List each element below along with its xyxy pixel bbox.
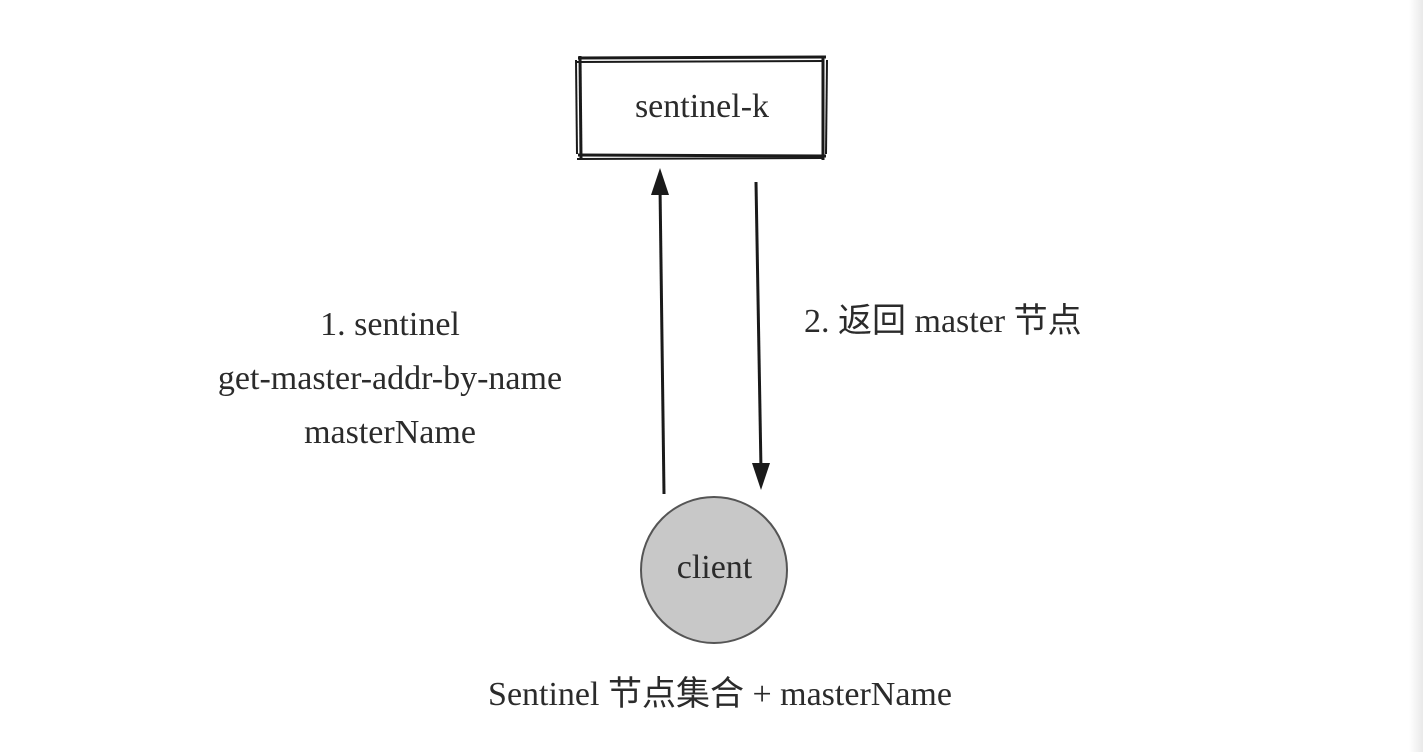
sentinel-node-label: sentinel-k [634, 88, 770, 125]
request-step-label: 1. sentinel get-master-addr-by-name mast… [150, 298, 630, 460]
response-arrow [752, 181, 770, 490]
response-step-label: 2. 返回 master 节点 [804, 303, 1082, 340]
request-step-line-3: masterName [304, 414, 476, 451]
client-node-circle [640, 496, 788, 644]
request-arrow [651, 168, 669, 495]
request-step-line-2: get-master-addr-by-name [217, 360, 563, 397]
right-edge-shade [1409, 0, 1423, 752]
request-step-line-1: 1. sentinel [320, 306, 460, 343]
client-node-label: client [676, 549, 753, 586]
sentinel-node-box [575, 55, 828, 160]
diagram-caption: Sentinel 节点集合 + masterName [488, 676, 952, 713]
